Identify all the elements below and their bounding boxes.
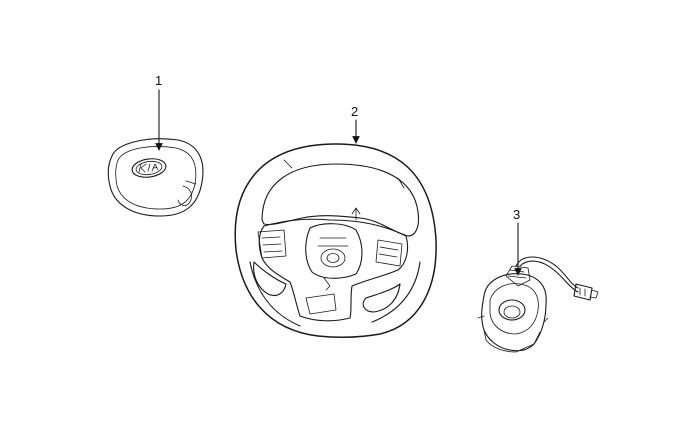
steering-wheel: 2 <box>234 104 437 339</box>
callout-label-1: 1 <box>155 73 162 88</box>
callout-label-3: 3 <box>513 207 520 222</box>
airbag-module: 1 <box>107 73 204 217</box>
callout-label-2: 2 <box>351 104 358 119</box>
kia-logo <box>131 158 167 178</box>
clock-spring: 3 <box>477 207 599 353</box>
